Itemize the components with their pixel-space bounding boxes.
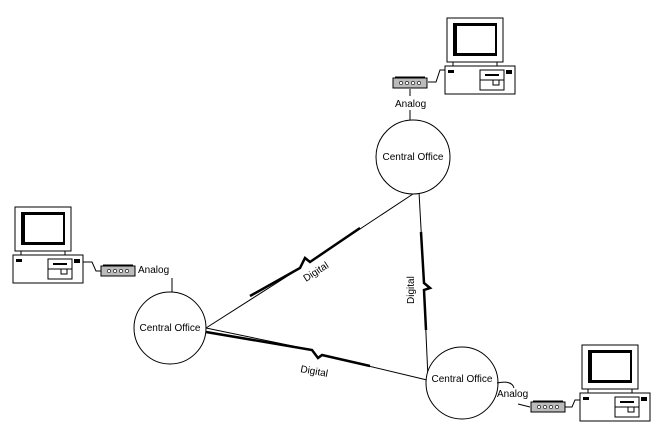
analog-label: Analog <box>138 265 169 276</box>
link-label-left-bottom: Digital <box>299 364 328 380</box>
link-left-bottom: Digital <box>205 327 428 381</box>
computer-icon <box>12 206 84 284</box>
modem-icon <box>100 264 136 277</box>
analog-label: Analog <box>497 389 528 400</box>
central-office-label: Central Office <box>140 323 201 334</box>
central-office-node <box>133 291 207 365</box>
central-office-node <box>375 119 451 195</box>
bottom-site: Central Office Analog <box>425 344 651 422</box>
left-site: Analog Central Office <box>12 206 207 365</box>
link-label-left-top: Digital <box>302 260 331 284</box>
link-label-top-bottom: Digital <box>406 276 417 304</box>
modem-icon <box>392 76 428 89</box>
modem-icon <box>530 400 566 413</box>
computer-icon <box>579 344 651 422</box>
computer-icon <box>444 17 516 95</box>
analog-label: Analog <box>395 99 426 110</box>
central-office-label: Central Office <box>432 374 493 385</box>
central-office-label: Central Office <box>383 152 444 163</box>
link-left-top: Digital <box>205 191 417 329</box>
top-site: Analog Central Office <box>375 17 516 195</box>
link-top-bottom: Digital <box>406 191 433 379</box>
